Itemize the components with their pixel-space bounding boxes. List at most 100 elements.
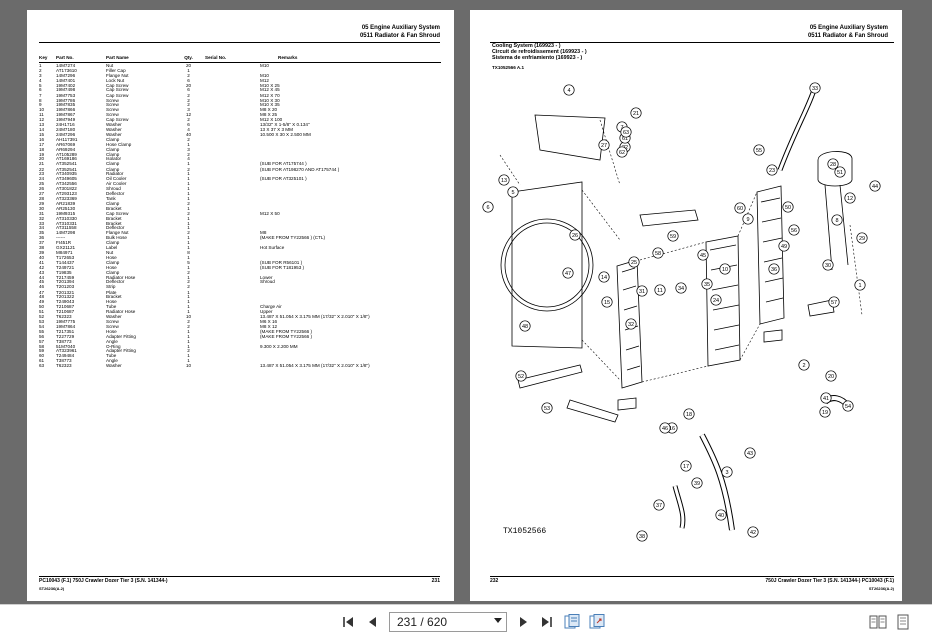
cell-qty: 2 [187,348,190,354]
cell-remarks: Upper [260,308,273,314]
first-page-button[interactable] [339,613,357,631]
right-header-rule [490,42,894,43]
left-footer-page-number: 231 [431,578,440,584]
cell-serial-no [205,64,260,69]
cell-part-name: Clamp [106,240,120,246]
cell-part-name: Isolator [106,156,122,162]
callout-label: 37 [656,503,662,509]
callout-15: 15 [601,296,613,308]
callout-label: 3 [725,470,728,476]
callout-13: 13 [498,174,510,186]
callout-label: 12 [847,196,853,202]
cell-qty: 1 [187,161,190,167]
cell-part-name: Radiator Hose [106,274,136,280]
first-page-icon [343,617,353,627]
callout-51: 51 [834,166,846,178]
cell-part-no: AT311558 [56,225,77,231]
callout-46: 46 [659,422,671,434]
cell-part-name: Filler Cap [106,68,126,74]
callout-circle [825,370,837,382]
cell-key: 24 [39,176,45,182]
cell-part-name: Washer [106,363,122,369]
callout-18: 18 [683,408,695,420]
callout-48: 48 [519,320,531,332]
cell-part-name: Hose [106,264,117,270]
callout-3: 3 [721,466,733,478]
cell-part-no: AT340935 [56,171,77,177]
callout-label: 5 [511,190,514,196]
cell-part-no: 19M9315 [56,210,76,216]
chevron-down-icon [494,618,502,623]
callout-label: 51 [837,170,843,176]
callout-47: 47 [562,267,574,279]
cell-part-no: AR21839 [56,200,76,206]
cell-key: 17 [39,141,45,147]
callout-circle [652,247,664,259]
cell-remarks: M8 X 20 [260,107,278,113]
cell-remarks: (MAKE FROM TY22566 ) [260,333,312,339]
cell-qty: 3 [187,107,190,113]
callout-circle [598,139,610,151]
cell-qty: 1 [187,235,190,241]
cell-part-no: T249484 [56,353,75,359]
callout-44: 44 [869,180,881,192]
diagram-callouts: 1234567891011121314151617181920212223242… [482,82,881,542]
cell-serial-no [205,113,260,118]
cell-part-no: T19835 [56,269,72,275]
callout-circle [691,477,703,489]
col-remarks: Remarks [278,55,298,60]
cell-remarks: 13.487 X 51.054 X 3.175 MM (17/32" X 2.0… [260,363,370,369]
cell-qty: 1 [187,274,190,280]
cell-part-no: T172653 [56,254,75,260]
single-page-view-button[interactable] [893,613,913,631]
callout-label: 36 [771,267,777,273]
cell-part-no: AT310331 [56,220,77,226]
cell-key: 12 [39,117,45,123]
cell-key: 42 [39,264,45,270]
page-number-selector[interactable]: 231 / 620 [389,612,507,632]
callout-label: 26 [572,233,578,239]
cell-key: 63 [39,363,45,369]
export-page-button[interactable] [587,613,607,631]
two-page-view-button[interactable] [868,613,888,631]
cell-part-no: 19M7866 [56,107,76,113]
callout-label: 23 [769,168,775,174]
callout-label: 8 [835,218,838,224]
fan-shroud-ring [500,218,594,312]
callout-label: 60 [737,206,743,212]
cell-part-no: AH117391 [56,136,78,142]
callout-label: 16 [669,426,675,432]
cell-part-name: Label [106,245,118,251]
right-page: 05 Engine Auxiliary System 0511 Radiator… [470,10,902,601]
copy-page-icon [564,614,580,629]
cell-part-no: T227729 [56,333,75,339]
last-page-button[interactable] [538,613,556,631]
cell-key: 48 [39,294,45,300]
previous-page-button[interactable] [364,613,382,631]
cell-part-no: T201321 [56,289,75,295]
cell-part-no: AT323369 [56,195,77,201]
cell-key: 32 [39,215,45,221]
cell-part-name: Deflector [106,279,125,285]
cell-qty: 1 [187,215,190,221]
cell-qty: 2 [187,210,190,216]
cell-key: 10 [39,107,45,113]
cell-key: 40 [39,254,45,260]
callout-label: 6 [486,205,489,211]
callout-label: 38 [639,534,645,540]
next-page-button[interactable] [514,613,532,631]
cell-qty: 1 [187,181,190,187]
copy-page-button[interactable] [562,613,582,631]
callout-circle [675,282,687,294]
expansion-tank [817,151,853,187]
cell-part-name: Screw [106,97,119,103]
